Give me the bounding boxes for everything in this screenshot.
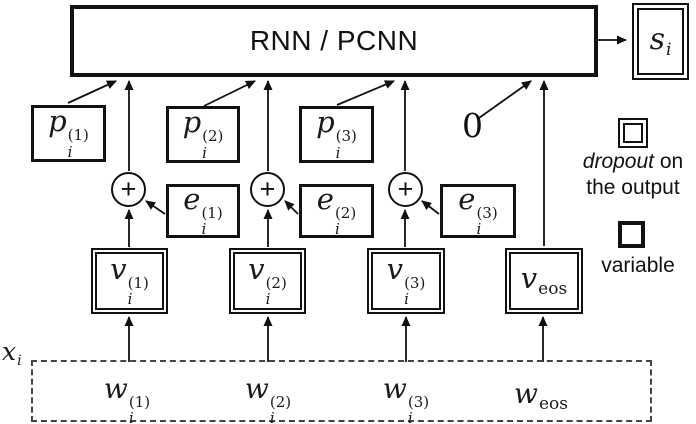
legend-dropout-icon — [618, 118, 648, 148]
add1-plus-circle-icon: + — [111, 172, 146, 207]
veos-label: veos — [520, 261, 568, 299]
output-si-box-inner: si — [637, 8, 684, 75]
plus-glyph: + — [259, 174, 276, 204]
p2-box: p(2)i — [166, 106, 240, 163]
p3-label: p(3)i — [316, 105, 357, 162]
weos-label: weos — [514, 377, 568, 414]
arrow-p3-to-rnn — [336, 80, 395, 106]
v2-label: v(2)i — [248, 251, 287, 308]
arrow-e3-to-add3 — [421, 200, 440, 215]
veos-box: veos — [505, 248, 583, 314]
arrow-p1-to-rnn — [67, 80, 117, 104]
e3-box: e(3)i — [440, 184, 516, 238]
arrow-e1-to-add1 — [145, 200, 166, 215]
arrow-zero-to-rnn — [478, 80, 532, 119]
p1-box: p(1)i — [31, 105, 106, 162]
veos-box-inner: veos — [509, 252, 579, 310]
v3-box: v(3)i — [367, 248, 445, 314]
w1-label: w(1)i — [103, 372, 151, 424]
w3-label: w(3)i — [382, 372, 430, 424]
v1-box: v(1)i — [91, 248, 168, 314]
p1-label: p(1)i — [48, 104, 89, 161]
v2-box-inner: v(2)i — [233, 252, 302, 310]
input-sequence-box — [31, 360, 652, 422]
rnn-pcnn-label: RNN / PCNN — [249, 25, 419, 56]
p3-box: p(3)i — [299, 106, 374, 163]
v3-label: v(3)i — [386, 251, 426, 308]
plus-glyph: + — [120, 174, 137, 204]
zero-label: 0 — [462, 106, 483, 145]
legend-dropout-icon-inner — [623, 123, 643, 143]
legend-variable-text: variable — [601, 254, 675, 277]
e3-label: e(3)i — [458, 181, 498, 238]
plus-glyph: + — [397, 174, 414, 204]
e1-box: e(1)i — [166, 184, 240, 238]
v1-box-inner: v(1)i — [95, 252, 164, 310]
output-si-label: si — [649, 21, 672, 60]
arrow-p2-to-rnn — [203, 80, 256, 107]
e2-box: e(2)i — [299, 184, 374, 238]
w2-label: w(2)i — [244, 372, 292, 424]
rnn-pcnn-box: RNN / PCNN — [70, 5, 598, 77]
sequence-label: xi — [2, 337, 22, 369]
legend-dropout-text: dropout on the output — [582, 150, 684, 199]
add3-plus-circle-icon: + — [388, 172, 423, 207]
output-si-box: si — [632, 3, 689, 80]
e2-label: e(2)i — [316, 181, 357, 238]
arrow-e2-to-add2 — [284, 200, 299, 215]
e1-label: e(1)i — [183, 181, 223, 238]
legend-variable-icon — [618, 221, 645, 248]
v2-box: v(2)i — [229, 248, 306, 314]
add2-plus-circle-icon: + — [250, 172, 285, 207]
v1-label: v(1)i — [110, 251, 149, 308]
v3-box-inner: v(3)i — [371, 252, 441, 310]
p2-label: p(2)i — [182, 105, 224, 162]
